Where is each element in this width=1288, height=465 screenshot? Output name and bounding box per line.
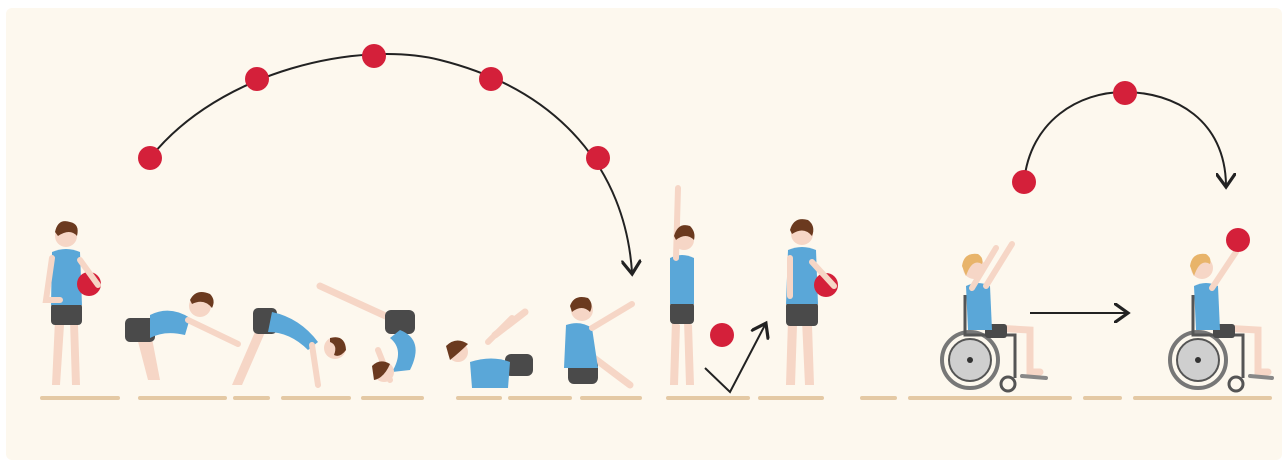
figure-standing-arms-up — [670, 188, 695, 385]
throw-trajectory-arc — [1024, 92, 1226, 185]
figure-backward-roll — [320, 286, 416, 382]
ball — [586, 146, 610, 170]
figure-rocking-on-back — [446, 312, 533, 388]
ball — [1226, 228, 1250, 252]
ball — [362, 44, 386, 68]
throw-trajectory-arc — [150, 54, 632, 272]
ball — [138, 146, 162, 170]
figure-standing-with-ball — [46, 221, 101, 385]
ball — [1012, 170, 1036, 194]
ball — [479, 67, 503, 91]
ball — [710, 323, 734, 347]
figure-sitting-up — [564, 297, 632, 385]
figure-squat-reach — [125, 292, 238, 380]
figure-wheelchair-user-catching — [1170, 228, 1272, 391]
ball — [1113, 81, 1137, 105]
figure-wheelchair-user-throwing — [942, 244, 1046, 391]
figure-bridge-inverted — [232, 308, 346, 385]
ball-trajectory-points — [138, 44, 610, 170]
ball — [245, 67, 269, 91]
figure-standing-holding-ball — [786, 219, 838, 385]
